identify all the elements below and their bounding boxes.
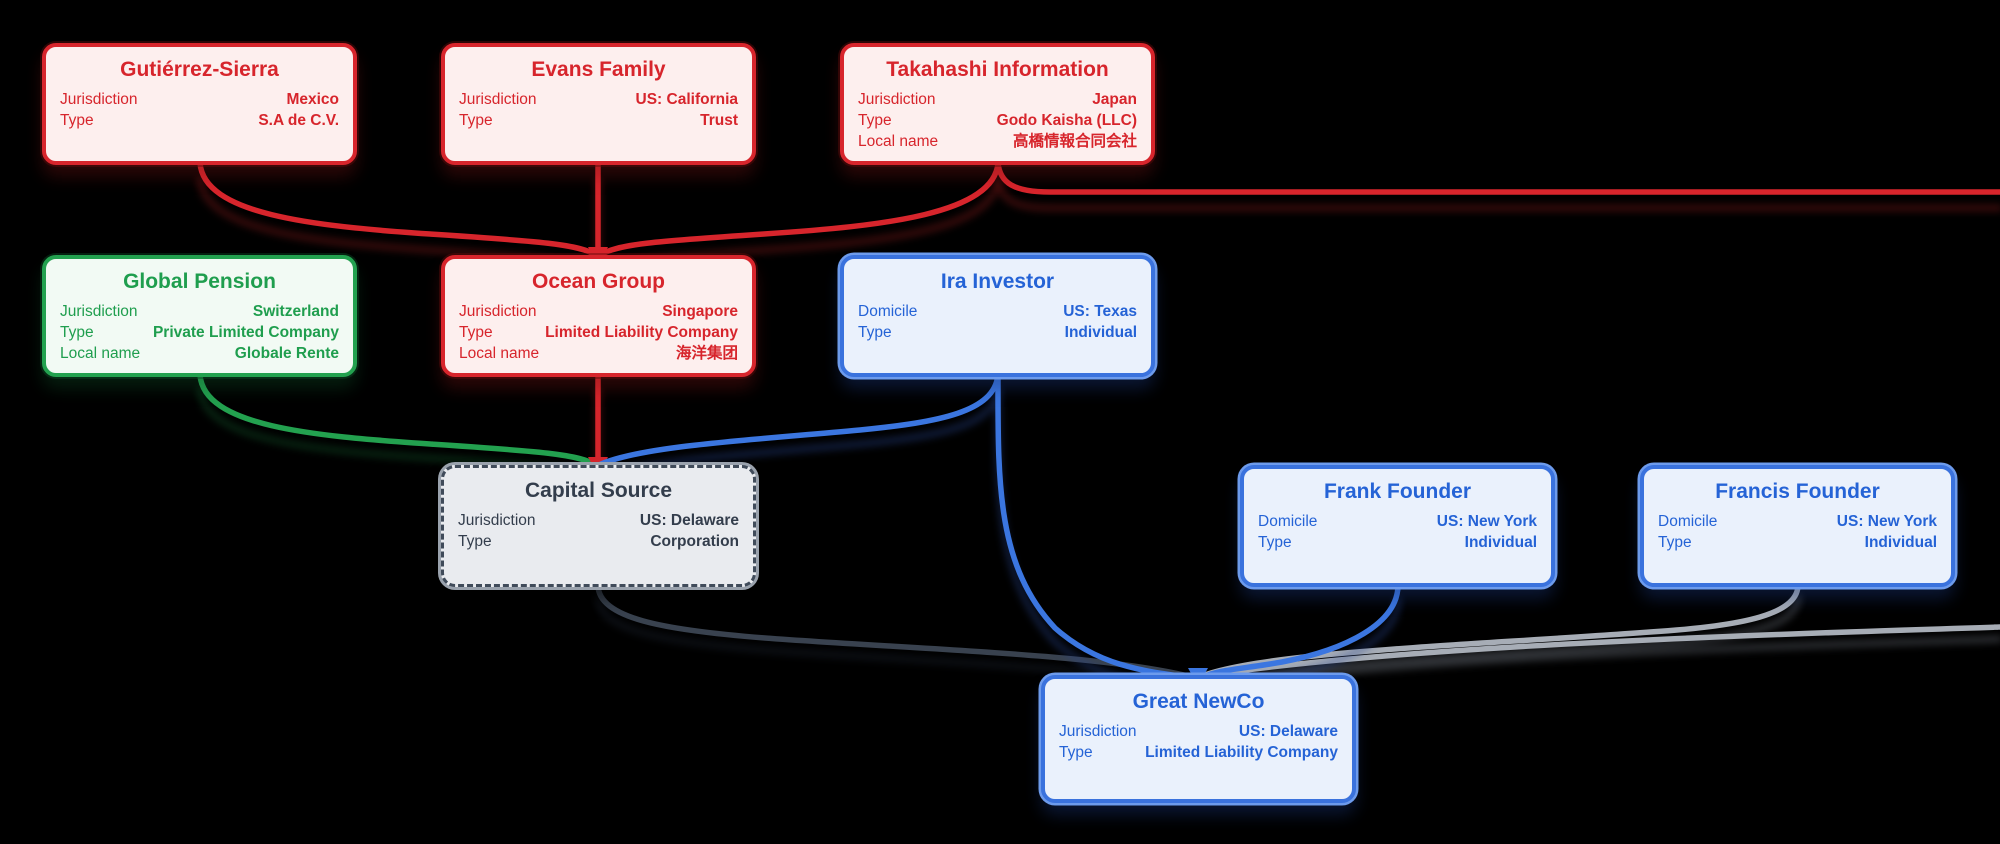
edge-offscreen-right-to-great-newco[interactable]: [1200, 624, 2000, 679]
edge-gutierrez-sierra-to-ocean-group[interactable]: [197, 160, 600, 259]
attribute-value: Singapore: [662, 303, 738, 320]
attribute-label: Jurisdiction: [458, 512, 536, 529]
node-ira-investor[interactable]: Ira Investor Domicile US: Texas Type Ind…: [840, 255, 1155, 377]
attribute-label: Type: [1658, 534, 1692, 551]
attribute-value: US: California: [635, 91, 738, 108]
attribute-label: Domicile: [1658, 513, 1718, 530]
attribute-value: Individual: [1064, 324, 1137, 341]
attribute-label: Type: [858, 112, 892, 129]
node-attribute-row: Jurisdiction Japan: [858, 89, 1137, 110]
attribute-label: Jurisdiction: [459, 303, 537, 320]
node-title: Takahashi Information: [886, 58, 1109, 81]
node-title: Francis Founder: [1715, 480, 1880, 503]
node-title: Ocean Group: [531, 270, 666, 293]
node-frank-founder[interactable]: Frank Founder Domicile US: New York Type…: [1240, 465, 1555, 587]
node-global-pension[interactable]: Global Pension Jurisdiction Switzerland …: [42, 255, 357, 377]
node-attribute-row: Type Trust: [459, 110, 738, 131]
node-gutierrez-sierra[interactable]: Gutiérrez-Sierra Jurisdiction Mexico Typ…: [42, 43, 357, 165]
edge-takahashi-row-to-offscreen-right[interactable]: [995, 160, 2000, 195]
node-attribute-row: Type Individual: [1258, 532, 1537, 553]
attribute-value: Limited Liability Company: [1145, 744, 1338, 761]
node-title: Gutiérrez-Sierra: [120, 58, 279, 81]
node-title: Frank Founder: [1323, 480, 1471, 503]
node-attribute-row: Local name 海洋集团: [459, 343, 738, 364]
node-attribute-row: Jurisdiction Switzerland: [60, 301, 339, 322]
attribute-value: Individual: [1464, 534, 1537, 551]
attribute-label: Domicile: [858, 303, 918, 320]
attribute-label: Jurisdiction: [459, 91, 537, 108]
attribute-label: Type: [858, 324, 892, 341]
edge-capital-source-to-great-newco[interactable]: [595, 582, 1199, 681]
node-attribute-row: Local name 高橋情報合同会社: [858, 131, 1137, 152]
attribute-label: Local name: [60, 345, 141, 362]
attribute-label: Type: [60, 112, 94, 129]
attribute-label: Type: [459, 324, 493, 341]
node-attribute-row: Type S.A de C.V.: [60, 110, 339, 131]
attribute-value: 高橋情報合同会社: [1012, 133, 1137, 150]
attribute-value: S.A de C.V.: [258, 112, 339, 129]
node-title: Global Pension: [123, 270, 276, 293]
attribute-value: Godo Kaisha (LLC): [996, 112, 1137, 129]
attribute-label: Local name: [858, 133, 939, 150]
node-attribute-row: Type Corporation: [458, 531, 739, 552]
attribute-value: Private Limited Company: [152, 324, 339, 341]
node-title: Ira Investor: [940, 270, 1055, 293]
attribute-label: Type: [1059, 744, 1093, 761]
node-great-newco[interactable]: Great NewCo Jurisdiction US: Delaware Ty…: [1041, 675, 1356, 803]
node-attribute-row: Jurisdiction Singapore: [459, 301, 738, 322]
node-attribute-row: Domicile US: New York: [1658, 511, 1937, 532]
attribute-value: US: Texas: [1063, 303, 1137, 320]
node-attribute-row: Domicile US: Texas: [858, 301, 1137, 322]
edge-frank-founder-to-great-newco[interactable]: [1197, 582, 1401, 681]
attribute-value: Switzerland: [252, 303, 339, 320]
node-attribute-row: Type Godo Kaisha (LLC): [858, 110, 1137, 131]
attribute-label: Jurisdiction: [858, 91, 936, 108]
node-attribute-row: Type Private Limited Company: [60, 322, 339, 343]
attribute-value: Limited Liability Company: [545, 324, 738, 341]
attribute-value: US: Delaware: [639, 512, 739, 529]
node-attribute-row: Jurisdiction US: Delaware: [458, 510, 739, 531]
node-attribute-row: Type Limited Liability Company: [459, 322, 738, 343]
attribute-label: Local name: [459, 345, 540, 362]
node-attribute-row: Local name Globale Rente: [60, 343, 339, 364]
node-attribute-row: Type Limited Liability Company: [1059, 742, 1338, 763]
attribute-value: US: New York: [1436, 513, 1537, 530]
node-attribute-row: Jurisdiction US: Delaware: [1059, 721, 1338, 742]
attribute-label: Type: [459, 112, 493, 129]
attribute-value: 海洋集团: [675, 345, 738, 362]
attribute-value: US: Delaware: [1238, 723, 1338, 740]
attribute-value: Japan: [1092, 91, 1137, 108]
attribute-label: Jurisdiction: [60, 91, 138, 108]
node-ocean-group[interactable]: Ocean Group Jurisdiction Singapore Type …: [441, 255, 756, 377]
node-attribute-row: Jurisdiction Mexico: [60, 89, 339, 110]
node-attribute-row: Type Individual: [858, 322, 1137, 343]
attribute-label: Type: [458, 533, 492, 550]
attribute-value: US: New York: [1836, 513, 1937, 530]
attribute-value: Globale Rente: [234, 345, 339, 362]
edge-global-pension-to-capital-source[interactable]: [197, 372, 600, 469]
attribute-label: Type: [1258, 534, 1292, 551]
attribute-value: Corporation: [650, 533, 739, 550]
attribute-value: Mexico: [286, 91, 339, 108]
node-title: Capital Source: [524, 479, 673, 502]
node-attribute-row: Jurisdiction US: California: [459, 89, 738, 110]
attribute-label: Domicile: [1258, 513, 1318, 530]
edge-takahashi-information-to-ocean-group[interactable]: [596, 160, 1001, 259]
edge-ira-investor-to-great-newco[interactable]: [995, 372, 1199, 681]
node-francis-founder[interactable]: Francis Founder Domicile US: New York Ty…: [1640, 465, 1955, 587]
node-attribute-row: Type Individual: [1658, 532, 1937, 553]
edge-ira-investor-to-capital-source[interactable]: [598, 372, 1001, 467]
attribute-value: Trust: [700, 112, 738, 129]
attribute-value: Individual: [1864, 534, 1937, 551]
node-evans-family[interactable]: Evans Family Jurisdiction US: California…: [441, 43, 756, 165]
attribute-label: Jurisdiction: [60, 303, 138, 320]
node-capital-source[interactable]: Capital Source Jurisdiction US: Delaware…: [441, 465, 756, 587]
attribute-label: Jurisdiction: [1059, 723, 1137, 740]
node-takahashi-information[interactable]: Takahashi Information Jurisdiction Japan…: [840, 43, 1155, 165]
node-attribute-row: Domicile US: New York: [1258, 511, 1537, 532]
node-title: Evans Family: [531, 58, 666, 81]
attribute-label: Type: [60, 324, 94, 341]
node-title: Great NewCo: [1132, 690, 1265, 713]
